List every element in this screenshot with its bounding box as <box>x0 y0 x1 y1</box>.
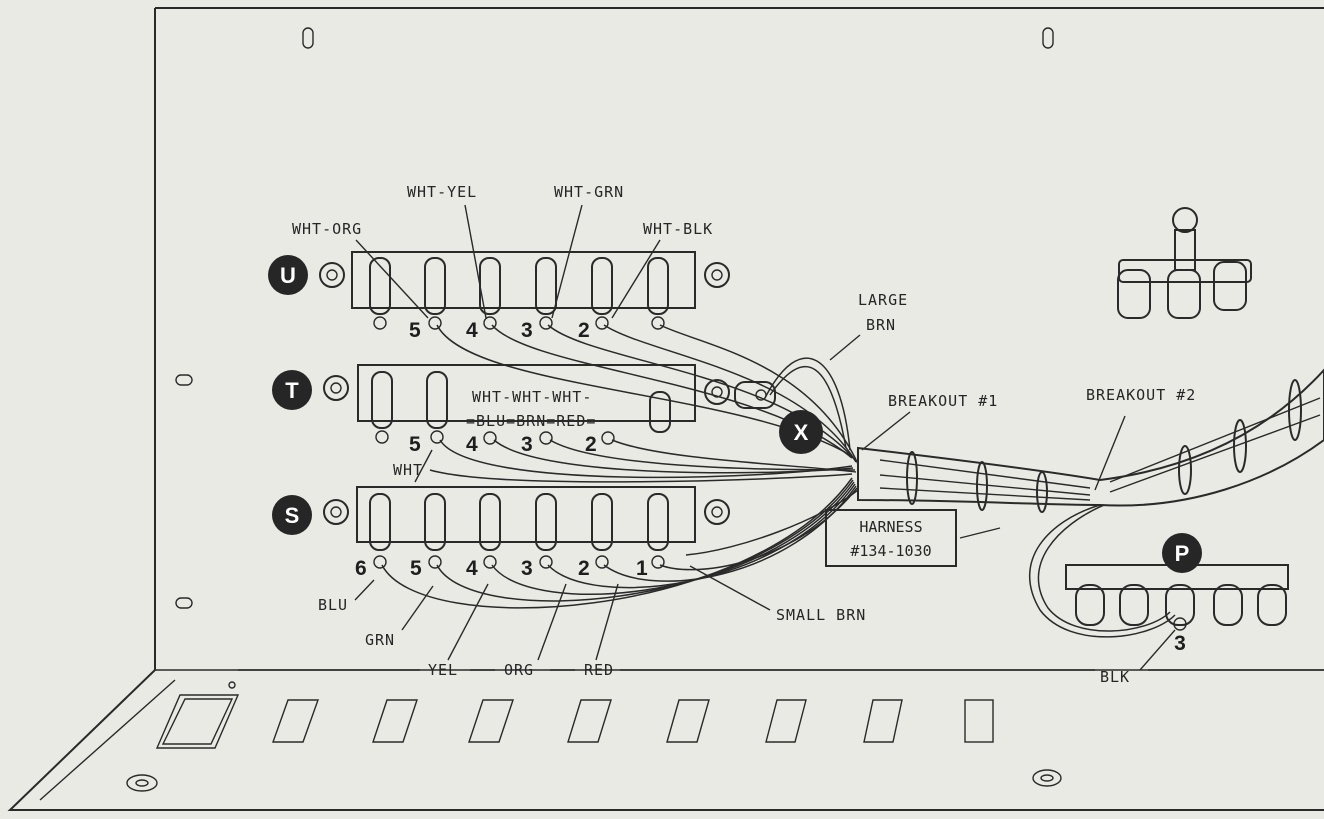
strip-badge-label: T <box>285 378 299 403</box>
terminal-number: 3 <box>521 433 533 456</box>
ground-lug-x: X <box>734 381 823 454</box>
wire-bundle <box>381 324 859 609</box>
terminal-number: 2 <box>585 433 597 456</box>
callout-leaders <box>354 204 1176 671</box>
cable-harness <box>857 368 1324 638</box>
base-cutouts <box>126 681 1062 792</box>
callout-org: ORG <box>504 661 534 679</box>
terminal-number: 4 <box>466 557 478 580</box>
terminal-number: 5 <box>410 557 422 580</box>
callout-grn: GRN <box>365 631 395 649</box>
callout-blu: BLU <box>318 596 348 614</box>
terminal-number: 1 <box>636 557 648 580</box>
harness-label-line2: #134-1030 <box>850 542 931 560</box>
terminal-number: 3 <box>521 557 533 580</box>
callout-yel: YEL <box>428 661 458 679</box>
callout-wht-org: WHT-ORG <box>292 220 362 238</box>
callout-wht: WHT <box>393 461 423 479</box>
terminal-strip-t: 5 4 3 2 <box>323 364 730 456</box>
terminal-number: 3 <box>1174 632 1186 655</box>
terminal-number: 5 <box>409 433 421 456</box>
terminal-lugs-u <box>369 257 669 330</box>
callout-breakout-2: BREAKOUT #2 <box>1086 386 1196 404</box>
callout-breakout-1: BREAKOUT #1 <box>888 392 998 410</box>
ground-badge-label: X <box>794 420 809 445</box>
harness-ties <box>906 379 1302 513</box>
switch-part <box>1117 207 1252 319</box>
terminal-strip-s: 6 5 4 3 2 1 <box>323 486 730 580</box>
terminal-strip-u: 5 4 3 2 <box>319 251 730 342</box>
callout-wht-yel: WHT-YEL <box>407 183 477 201</box>
callout-t-color-row: =BLU=BRN=RED= <box>466 412 596 430</box>
harness-label: HARNESS #134-1030 <box>825 509 957 567</box>
strip-badge-label: P <box>1175 541 1190 566</box>
terminal-number: 2 <box>578 319 590 342</box>
strip-badge-u: U <box>268 255 308 295</box>
chassis-panel <box>7 7 1324 811</box>
terminal-number: 4 <box>466 319 478 342</box>
callout-wht-grn: WHT-GRN <box>554 183 624 201</box>
terminal-number: 3 <box>521 319 533 342</box>
strip-badge-label: S <box>285 503 300 528</box>
terminal-number: 4 <box>466 433 478 456</box>
mounting-holes <box>175 27 1054 609</box>
terminal-strip-p: 3 P <box>1065 533 1289 655</box>
callout-t-wht-row: WHT-WHT-WHT- <box>472 388 592 406</box>
terminal-number: 6 <box>355 557 367 580</box>
callout-blk: BLK <box>1100 668 1130 686</box>
terminal-number: 5 <box>409 319 421 342</box>
callout-wht-blk: WHT-BLK <box>643 220 713 238</box>
strip-badge-label: U <box>280 263 296 288</box>
strip-badge-t: T <box>272 370 312 410</box>
harness-label-line1: HARNESS <box>859 518 922 536</box>
strip-badge-s: S <box>272 495 312 535</box>
callout-small-brn: SMALL BRN <box>776 606 866 624</box>
callout-red: RED <box>584 661 614 679</box>
callout-large-brn-line1: LARGE <box>858 291 908 309</box>
terminal-number: 2 <box>578 557 590 580</box>
callout-large-brn-line2: BRN <box>866 316 896 334</box>
